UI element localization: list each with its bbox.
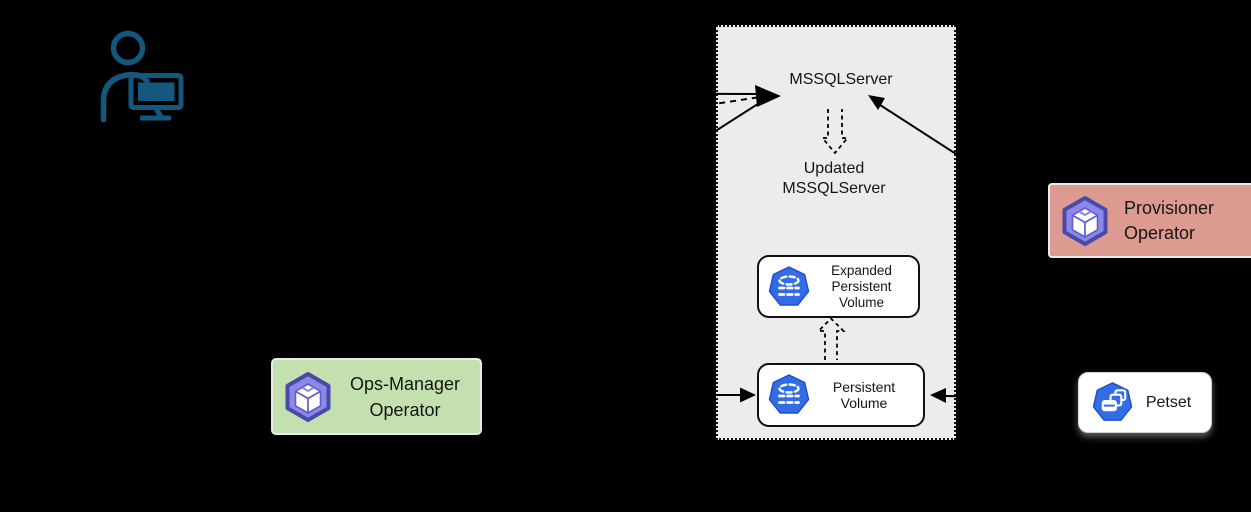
ops-manager-operator-node: Ops-Manager Operator [271, 358, 482, 435]
kubernetes-petset-icon [1092, 382, 1133, 421]
arrow-opsmanager-to-mssqlserver [361, 99, 765, 358]
arrow-provisioner-to-mssqlserver [876, 102, 1047, 213]
kubernetes-persistent-volume-icon [768, 374, 810, 414]
block-arrow-pv-to-expanded-pv [816, 317, 846, 360]
user-node [98, 30, 190, 127]
kubernetes-persistent-volume-icon [768, 265, 810, 306]
expanded-persistent-volume-node: Expanded Persistent Volume [757, 255, 920, 318]
kubedb-operator-icon [1062, 195, 1108, 246]
arrowhead-pv-left [740, 387, 756, 403]
persistent-volume-node: Persistent Volume [757, 363, 925, 427]
arrowhead-mssqlserver-left [755, 85, 781, 107]
persistent-volume-label: Persistent Volume [832, 379, 896, 411]
petset-node: Petset [1078, 372, 1212, 433]
arrow-opsmanager-to-mssqlserver-dashed [479, 96, 761, 141]
arrowhead-mssqlserver-right [868, 95, 885, 110]
updated-mssqlserver-label: Updated MSSQLServer [782, 160, 886, 197]
ops-manager-operator-label: Ops-Manager Operator [349, 373, 461, 420]
petset-label: Petset [1145, 393, 1192, 411]
arrowhead-pv-right [930, 388, 946, 403]
provisioner-operator-label: Provisioner Operator [1124, 197, 1215, 243]
arrow-petset-to-pv [945, 395, 1079, 399]
mssqlserver-label: MSSQLServer [789, 71, 893, 88]
kubedb-operator-icon [285, 371, 331, 422]
arrow-user-to-mssqlserver [189, 91, 759, 95]
block-arrow-mssqlserver-to-updated [820, 109, 850, 155]
expanded-persistent-volume-label: Expanded Persistent Volume [831, 262, 892, 310]
user-at-computer-icon [100, 30, 184, 123]
provisioner-operator-node: Provisioner Operator [1048, 183, 1251, 258]
